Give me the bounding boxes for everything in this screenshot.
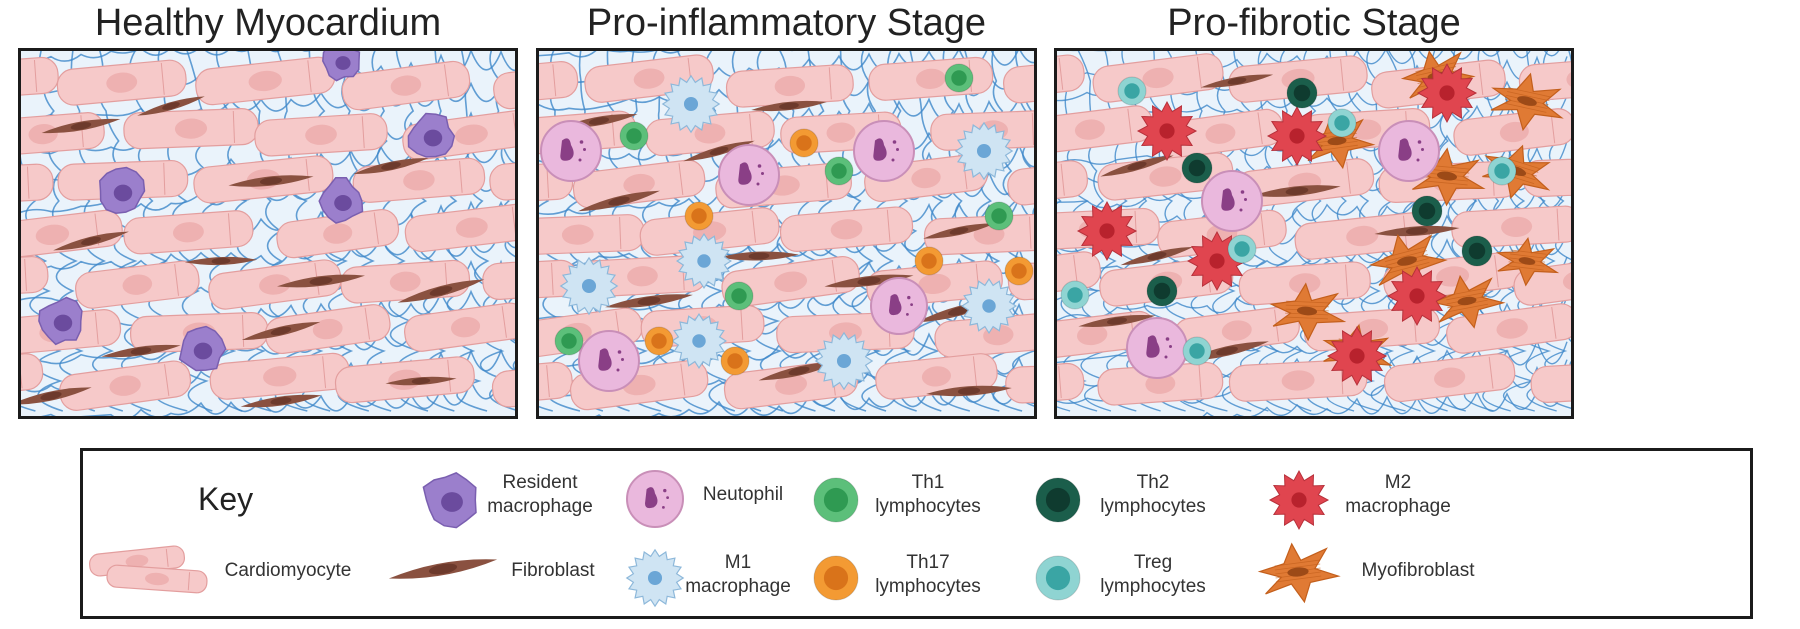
neutophil-icon <box>626 470 684 528</box>
th1-label: Th1 lymphocytes <box>875 472 981 517</box>
cardiomyocyte-label: Cardiomyocyte <box>224 560 352 581</box>
resident-macrophage-label: Resident macrophage <box>487 472 593 517</box>
pro-inflammatory-panel <box>536 48 1037 419</box>
m2-macrophage-icon <box>1268 469 1330 531</box>
th17-lymphocyte-icon <box>813 555 859 601</box>
panel-title-pro-fibrotic: Pro-fibrotic Stage <box>1167 2 1461 44</box>
treg-lymphocyte-icon <box>1035 555 1081 601</box>
th2-lymphocyte-icon <box>1035 477 1081 523</box>
treg-label: Treg lymphocytes <box>1100 552 1206 597</box>
fibroblast-icon <box>388 559 498 579</box>
healthy-myocardium-panel <box>18 48 518 419</box>
myofibroblast-label: Myofibroblast <box>1361 560 1475 581</box>
key-legend: Key Resident macrophage Neutophil Th1 ly… <box>80 448 1753 619</box>
key-title: Key <box>198 481 254 517</box>
cardiomyocyte-icon <box>88 545 208 594</box>
panel-title-healthy: Healthy Myocardium <box>94 2 442 44</box>
th1-lymphocyte-icon <box>813 477 859 523</box>
m1-macrophage-icon <box>625 548 685 608</box>
m2-macrophage-label: M2 macrophage <box>1345 472 1451 517</box>
th2-label: Th2 lymphocytes <box>1100 472 1206 517</box>
tissue-illustration <box>21 51 515 416</box>
panel-title-pro-inflammatory: Pro-inflammatory Stage <box>586 2 987 44</box>
tissue-illustration <box>1057 51 1571 416</box>
neutophil-label: Neutophil <box>702 484 784 505</box>
fibroblast-label: Fibroblast <box>511 560 595 581</box>
th17-label: Th17 lymphocytes <box>875 552 981 597</box>
pro-fibrotic-panel <box>1054 48 1574 419</box>
m1-macrophage-label: M1 macrophage <box>685 552 791 597</box>
tissue-illustration <box>539 51 1034 416</box>
resident-macrophage-icon <box>422 472 477 529</box>
myofibroblast-icon <box>1257 542 1341 604</box>
